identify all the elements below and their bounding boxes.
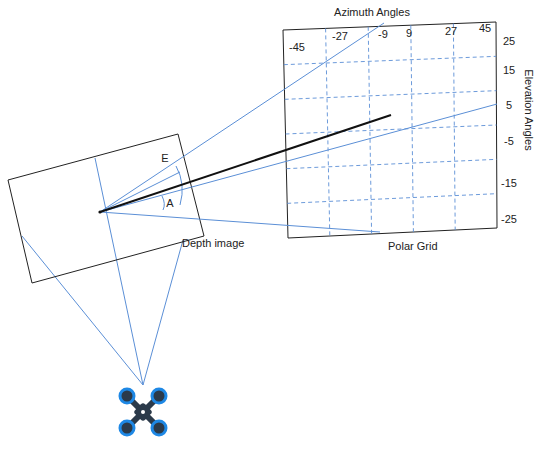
- tick-label: -27: [332, 30, 348, 42]
- tick-label: -15: [501, 177, 517, 189]
- tick-label: -9: [378, 28, 388, 40]
- plane-label: Polar Grid: [388, 240, 440, 252]
- tick-label: 9: [406, 27, 412, 39]
- tick-label: 27: [445, 25, 457, 37]
- tick-label: -25: [501, 213, 517, 225]
- angle-label: A: [166, 197, 173, 209]
- plane-label: Depth image: [182, 237, 247, 249]
- projection-rays: [100, 23, 497, 232]
- tick-label: 25: [503, 35, 515, 47]
- tick-label: -45: [289, 41, 305, 53]
- angle-label: E: [161, 152, 168, 164]
- grid-lines: [284, 24, 497, 236]
- pixel-point: [98, 210, 101, 213]
- tick-label: 5: [506, 99, 512, 111]
- tick-label: 15: [503, 64, 515, 76]
- tick-label: -5: [504, 135, 514, 147]
- polar-grid-frame: [283, 22, 497, 238]
- depth-image-frame: [8, 134, 204, 283]
- pixel-ray: [100, 115, 391, 212]
- axis-title: Azimuth Angles: [334, 6, 410, 18]
- image-plane-node: Polar Grid: [388, 240, 440, 252]
- tick-label: 45: [479, 22, 491, 34]
- axis-title: Elevation Angles: [523, 69, 535, 150]
- image-plane-node: Depth image: [182, 237, 247, 249]
- drone-icon: [120, 389, 166, 435]
